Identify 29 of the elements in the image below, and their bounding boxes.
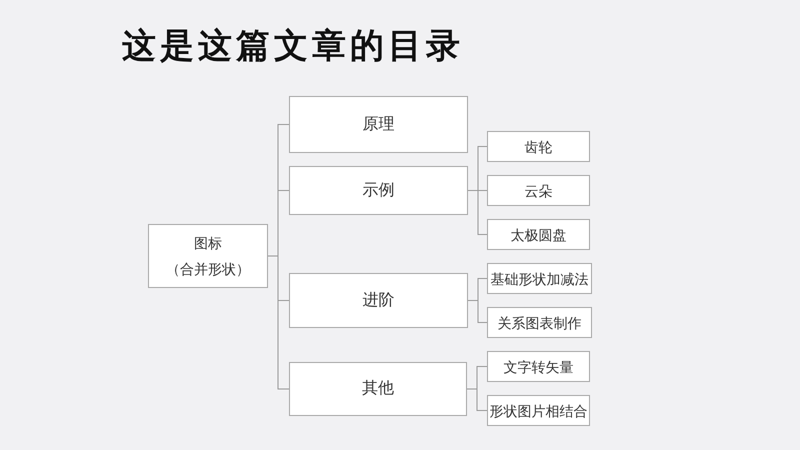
topic-label: 进阶 [362,290,394,310]
topic-label: 图标 [194,234,222,253]
topic-label: 云朵 [524,182,552,200]
topic-label: 齿轮 [524,138,552,156]
topic-box [487,175,590,206]
topic-label: 基础形状加减法 [490,270,588,288]
topic-label: 太极圆盘 [510,226,566,244]
topic-label: （合并形状） [166,260,250,279]
topic-box [487,307,592,338]
topic-label: 其他 [362,379,394,399]
topic-box [487,219,590,250]
topic-box [487,395,590,426]
topic-label: 形状图片相结合 [490,402,588,420]
topic-label: 文字转矢量 [504,358,574,376]
topic-box [487,351,590,382]
topic-box [289,362,467,416]
title: 这是这篇文章的目录 [122,26,464,66]
topic-box [289,273,468,328]
topic-box [487,263,592,294]
topic-box [487,131,590,162]
topic-box [289,166,468,215]
topic-label: 关系图表制作 [498,314,582,332]
connector-line [468,300,488,323]
topic-box [289,96,468,153]
topic-label: 原理 [362,114,394,134]
topic-label: 示例 [362,180,394,200]
connector-line [268,256,290,390]
connector-line [468,190,488,235]
topic-box [148,224,268,288]
